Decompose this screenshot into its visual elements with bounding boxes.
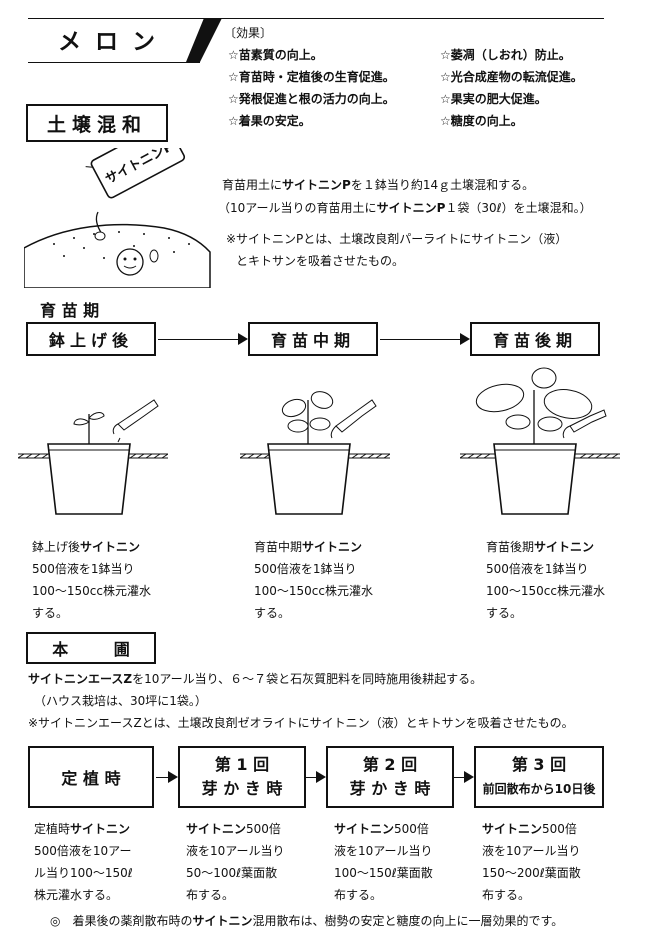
stage-box-late-nursery: 育苗後期 — [470, 322, 600, 356]
arrow-line — [158, 339, 238, 340]
pot-illustration-mid-seedling — [240, 391, 390, 515]
effect-item: ☆苗素質の向上。 — [228, 48, 323, 62]
effect-item: ☆育苗時・定植後の生育促進。 — [228, 70, 395, 84]
stage-box-after-potting: 鉢上げ後 — [26, 322, 156, 356]
soil-mixing-heading: 土壌混和 — [26, 104, 168, 142]
effect-item: ☆光合成産物の転流促進。 — [440, 70, 583, 84]
title-underline — [28, 62, 200, 63]
effects-right-list: ☆萎凋（しおれ）防止。 ☆光合成産物の転流促進。 ☆果実の肥大促進。 ☆糖度の向… — [440, 44, 583, 132]
stage-box-mid-nursery: 育苗中期 — [248, 322, 378, 356]
field-text-line2: （ハウス栽培は、30坪に1袋。） — [34, 694, 207, 708]
nursery-heading: 育 苗 期 — [40, 301, 100, 320]
arrow-head — [238, 333, 248, 345]
soil-text-line2: （10アール当りの育苗用土にサイトニンP１袋（30ℓ）を土壌混和。） — [218, 201, 592, 215]
field-note: ※サイトニンエースZとは、土壌改良剤ゼオライトにサイトニン（液）とキトサンを吸着… — [28, 716, 574, 730]
nursery-caption-2: 育苗中期サイトニン 500倍液を1鉢当り 100～150cc株元灌水 する。 — [254, 540, 374, 620]
field-stage-planting: 定 植 時 — [28, 746, 154, 808]
arrow-line — [306, 777, 316, 778]
field-stage-first-pinching: 第 1 回 芽 か き 時 — [178, 746, 306, 808]
footer-note: ◎ 着果後の薬剤散布時のサイトニン混用散布は、樹勢の安定と糖度の向上に一層効果的… — [50, 914, 564, 928]
arrow-line — [454, 777, 464, 778]
effects-label: 〔効果〕 — [224, 26, 273, 40]
main-field-heading: 本 圃 — [26, 632, 156, 664]
soil-mixing-illustration: サイトニンP — [24, 148, 211, 288]
field-caption-1: 定植時サイトニン 500倍液を10アー ル当り100～150ℓ 株元灌水する。 — [34, 822, 133, 902]
effect-item: ☆発根促進と根の活力の向上。 — [228, 92, 395, 106]
field-stage-third-spray: 第 3 回 前回散布から10日後 — [474, 746, 604, 808]
nursery-caption-3: 育苗後期サイトニン 500倍液を1鉢当り 100～150cc株元灌水 する。 — [486, 540, 606, 620]
page-title: メロン — [58, 29, 169, 55]
soil-note: ※サイトニンPとは、土壌改良剤パーライトにサイトニン（液） とキトサンを吸着させ… — [226, 232, 568, 268]
arrow-head — [316, 771, 326, 783]
arrow-line — [380, 339, 460, 340]
effect-item: ☆着果の安定。 — [228, 114, 311, 128]
effects-left-list: ☆苗素質の向上。 ☆育苗時・定植後の生育促進。 ☆発根促進と根の活力の向上。 ☆… — [228, 44, 395, 132]
field-caption-2: サイトニン500倍 液を10アール当り 50～100ℓ葉面散 布する。 — [186, 822, 285, 902]
effect-item: ☆萎凋（しおれ）防止。 — [440, 48, 571, 62]
nursery-caption-1: 鉢上げ後サイトニン 500倍液を1鉢当り 100～150cc株元灌水 する。 — [32, 540, 152, 620]
effect-item: ☆糖度の向上。 — [440, 114, 523, 128]
arrow-line — [156, 777, 168, 778]
title-slash-decoration — [186, 18, 222, 62]
field-caption-4: サイトニン500倍 液を10アール当り 150～200ℓ葉面散 布する。 — [482, 822, 581, 902]
field-text-line1: サイトニンエースZを10アール当り、６～７袋と石灰質肥料を同時施用後耕起する。 — [28, 672, 483, 686]
field-caption-3: サイトニン500倍 液を10アール当り 100～150ℓ葉面散 布する。 — [334, 822, 433, 902]
pot-illustration-small-seedling — [18, 399, 168, 515]
arrow-head — [464, 771, 474, 783]
field-stage-second-pinching: 第 2 回 芽 か き 時 — [326, 746, 454, 808]
soil-text-line1: 育苗用土にサイトニンPを１鉢当り約14ｇ土壌混和する。 — [222, 178, 535, 192]
effect-item: ☆果実の肥大促進。 — [440, 92, 547, 106]
arrow-head — [460, 333, 470, 345]
header-rule — [28, 18, 604, 19]
arrow-head — [168, 771, 178, 783]
pot-illustration-large-seedling — [460, 367, 620, 515]
